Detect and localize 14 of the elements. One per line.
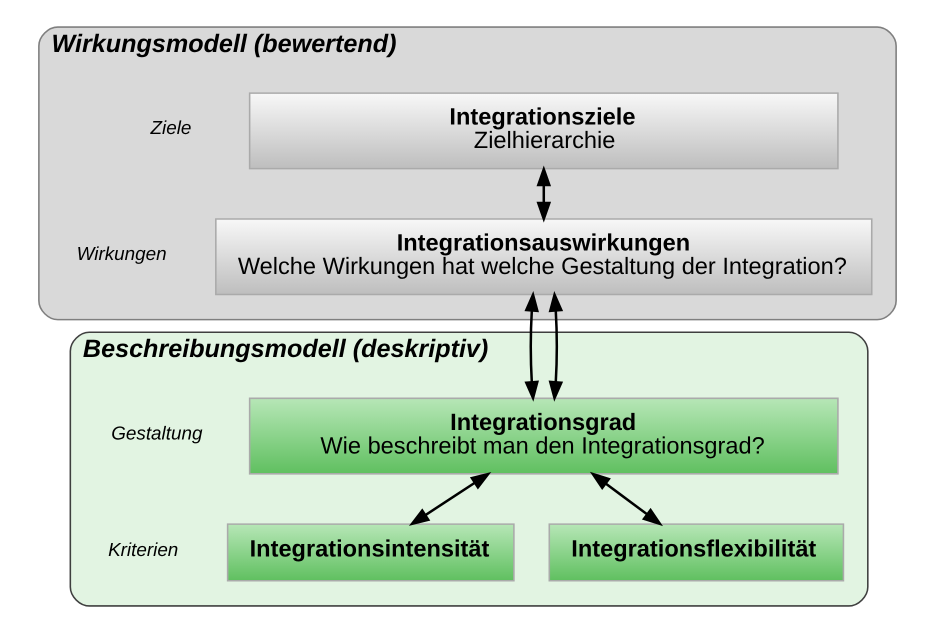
node-box: Integrationsauswirkungen Welche Wirkungen hat welche Gestaltung der Integration? [215,218,873,296]
arrow [590,472,663,526]
node-label: Ziele [150,117,192,138]
node-label: Kriterien [108,538,178,560]
node-box: Integrationsflexibilität [548,523,844,582]
node-label: Gestaltung [111,422,202,444]
arrow [536,165,552,223]
node-box: Integrationsziele Zielhierarchie [248,92,839,170]
node-box: Integrationsgrad Wie beschreibt man den Integrationsgrad? [248,398,839,475]
node-label: Wirkungen [76,243,167,264]
arrow [408,472,492,526]
node-box: Integrationsintensität [226,523,515,582]
arrow [524,291,539,402]
arrow [548,291,564,402]
